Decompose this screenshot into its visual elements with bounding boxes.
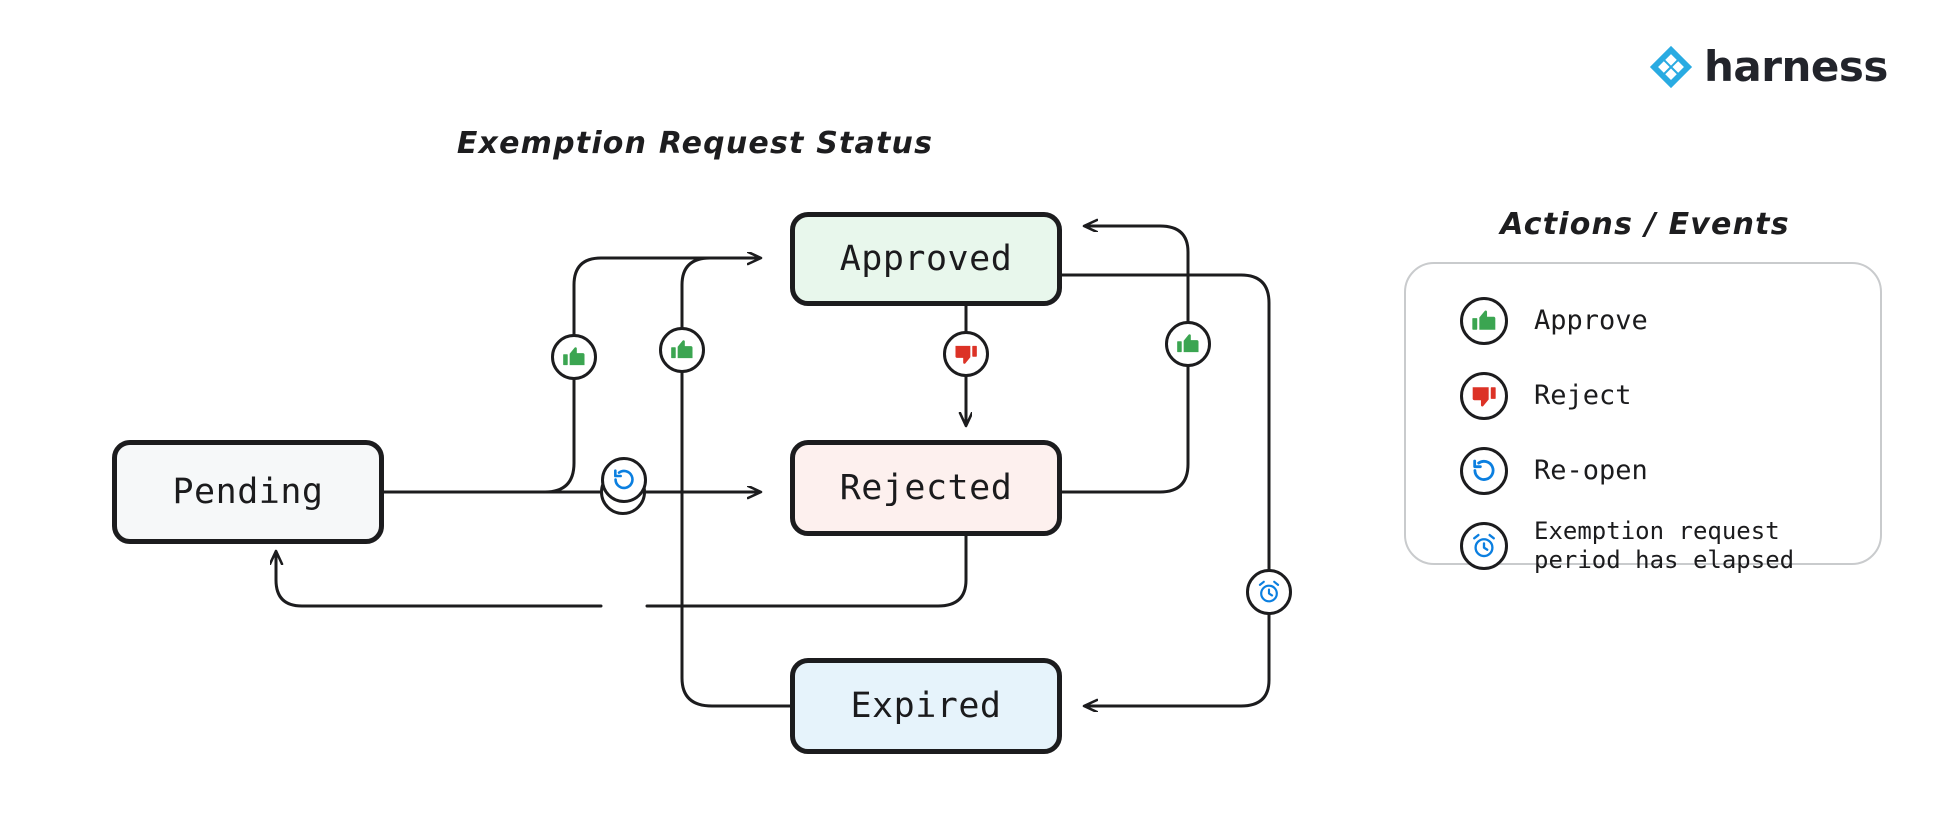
edge-badge-approve-expired-to-approved[interactable]	[659, 327, 705, 373]
reopen-icon	[1473, 459, 1495, 481]
thumbs-up-icon	[1177, 334, 1199, 353]
edge-rejected-approved-2	[1085, 226, 1190, 323]
edge-expired-approved-2	[680, 256, 762, 329]
state-node-expired[interactable]: Expired	[790, 658, 1062, 754]
thumbs-up-icon	[563, 347, 585, 366]
legend-icon-elapsed	[1460, 522, 1508, 570]
legend-item-reject[interactable]: Reject	[1460, 365, 1880, 427]
flow-edges	[0, 0, 1271, 828]
state-node-approved[interactable]: Approved	[790, 212, 1062, 306]
legend-label-elapsed: Exemption request period has elapsed	[1534, 516, 1795, 574]
legend-item-approve[interactable]: Approve	[1460, 290, 1880, 352]
harness-logo: harness	[1648, 44, 1888, 90]
legend-label-approve: Approve	[1534, 304, 1648, 336]
brand-name: harness	[1704, 42, 1888, 91]
edge-rejected-pending-2	[276, 552, 603, 608]
thumbs-down-icon	[1472, 387, 1496, 407]
legend-title: Actions / Events	[1500, 207, 1790, 242]
thumbs-up-icon	[1472, 310, 1496, 330]
legend-label-reopen: Re-open	[1534, 454, 1648, 486]
edge-badge-approve-rejected-to-approved[interactable]	[1165, 321, 1211, 367]
legend-icon-reject	[1460, 372, 1508, 420]
legend-item-reopen[interactable]: Re-open	[1460, 440, 1880, 502]
alarm-clock-icon	[1473, 533, 1495, 558]
edge-badge-approve-pending-to-approved[interactable]	[551, 334, 597, 380]
thumbs-down-icon	[955, 345, 977, 364]
legend-icon-approve	[1460, 297, 1508, 345]
legend-label-reject: Reject	[1534, 379, 1632, 411]
edge-rejected-pending	[645, 534, 968, 608]
edge-badge-reject-approved-to-rejected[interactable]	[943, 331, 989, 377]
alarm-clock-icon	[1258, 580, 1280, 603]
harness-diamond-logo-icon	[1649, 45, 1693, 89]
thumbs-up-icon	[671, 340, 693, 359]
edge-badge-elapsed-approved-to-expired[interactable]	[1246, 569, 1292, 615]
legend-panel: Approve Reject Re-open	[1404, 262, 1882, 574]
legend-item-elapsed[interactable]: Exemption request period has elapsed	[1460, 515, 1880, 577]
edge-rejected-approved	[1060, 365, 1190, 494]
edge-approved-expired	[1060, 273, 1271, 571]
diagram-title: Exemption Request Status	[456, 126, 934, 161]
reopen-icon	[614, 469, 634, 490]
edge-expired-approved	[680, 371, 792, 708]
state-node-rejected[interactable]: Rejected	[790, 440, 1062, 536]
edge-pending-approved-top	[572, 258, 760, 336]
edge-badge-reopen-rejected-to-pending[interactable]	[601, 457, 647, 503]
state-node-pending[interactable]: Pending	[112, 440, 384, 544]
legend-icon-reopen	[1460, 447, 1508, 495]
edge-approved-expired-2	[1085, 613, 1271, 706]
